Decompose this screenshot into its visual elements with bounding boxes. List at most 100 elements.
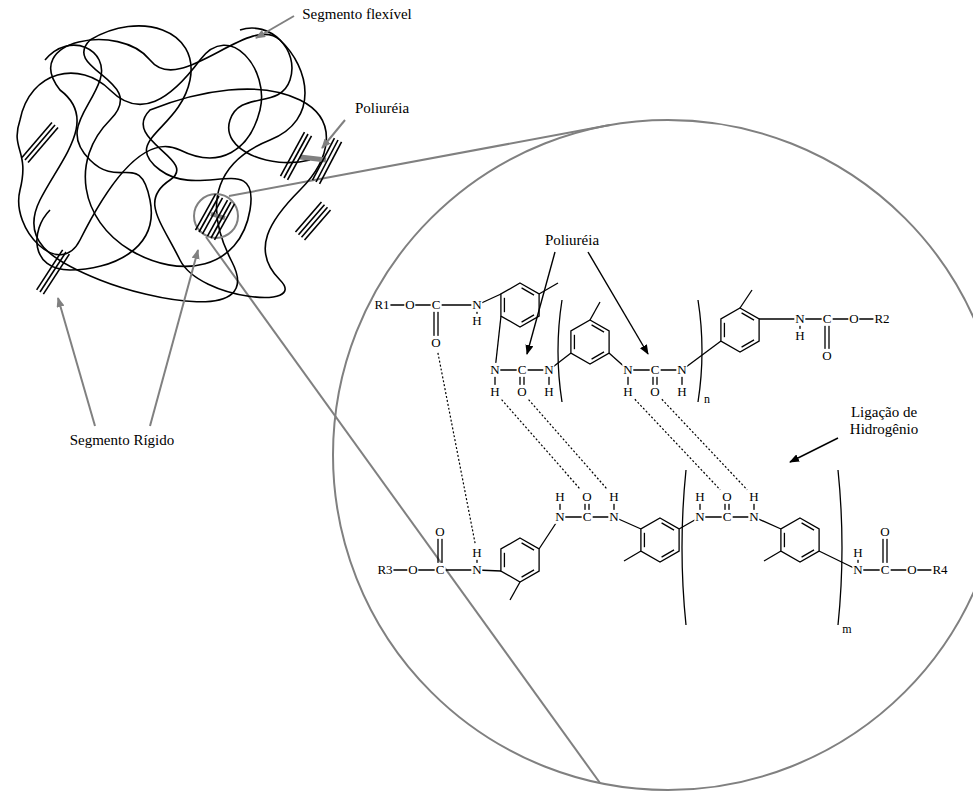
rigid-segment <box>25 125 55 160</box>
focus-circle <box>194 194 238 238</box>
ring-double-bond <box>644 533 645 547</box>
chemical-structure <box>22 122 940 625</box>
methyl-bond <box>740 290 752 308</box>
atom-symbol: H <box>471 546 482 560</box>
ring-double-bond <box>504 298 505 312</box>
atom-symbol: N <box>471 563 482 577</box>
zoom-circle <box>333 120 973 790</box>
benzene-ring <box>721 308 759 352</box>
pointer-arrow <box>322 120 345 148</box>
callout-label: Segmento flexível <box>301 6 413 23</box>
atom-symbol: C <box>650 363 661 377</box>
pointer-arrow <box>527 252 555 354</box>
atom-symbol: C <box>431 298 442 312</box>
atom-symbol: N <box>676 363 687 377</box>
atom-symbol: H <box>794 329 805 343</box>
ring-double-bond <box>592 325 604 332</box>
ring-double-bond <box>742 313 754 320</box>
atom-symbol: H <box>694 490 705 504</box>
rigid-segment <box>288 136 312 180</box>
ring-double-bond <box>742 340 754 347</box>
rigid-segment <box>211 202 231 238</box>
atom-symbol: H <box>471 314 482 328</box>
atom-symbol: C <box>582 510 593 524</box>
methyl-bond <box>539 283 558 294</box>
hydrogen-bond <box>635 399 720 489</box>
rigid-segment <box>199 196 219 232</box>
repeat-bracket <box>698 300 702 402</box>
atom-symbol: N <box>489 363 500 377</box>
atom-symbol: C <box>435 563 446 577</box>
ring-double-bond <box>662 550 674 557</box>
atom-symbol: H <box>608 490 619 504</box>
ring-double-bond <box>522 315 534 322</box>
bond-line <box>800 318 882 319</box>
methyl-bond <box>590 302 600 320</box>
repeat-index: n <box>703 393 711 406</box>
atom-symbol: O <box>721 490 732 504</box>
atom-symbol: H <box>489 385 500 399</box>
ring-double-bond <box>802 523 814 530</box>
bond-line <box>385 569 477 570</box>
atom-symbol: N <box>748 510 759 524</box>
atom-symbol: H <box>676 385 687 399</box>
callout-label: Ligação de Hidrogênio <box>837 404 931 437</box>
atom-symbol: C <box>722 510 733 524</box>
atom-symbol: O <box>906 563 917 577</box>
atom-symbol: N <box>622 363 633 377</box>
atom-symbol: O <box>430 336 441 350</box>
atom-symbol: N <box>543 363 554 377</box>
atom-symbol: N <box>794 312 805 326</box>
atom-symbol: N <box>554 510 565 524</box>
atom-symbol: N <box>471 298 482 312</box>
atom-symbol: N <box>694 510 705 524</box>
pointer-arrow <box>588 252 648 354</box>
rigid-segment <box>196 194 216 230</box>
ring-double-bond <box>522 570 534 577</box>
callout-label: Poliuréia <box>354 100 410 117</box>
rigid-segment <box>305 210 331 240</box>
pointer-arrow <box>256 16 294 38</box>
repeat-bracket <box>682 470 686 625</box>
atom-symbol: C <box>517 363 528 377</box>
atom-symbol: H <box>543 385 554 399</box>
rigid-segment <box>214 204 234 240</box>
atom-symbol: C <box>880 563 891 577</box>
benzene-ring <box>641 518 679 562</box>
atom-symbol: H <box>852 546 863 560</box>
ring-double-bond <box>784 533 785 547</box>
ring-double-bond <box>522 288 534 295</box>
ring-double-bond <box>802 550 814 557</box>
repeat-index: m <box>841 623 852 636</box>
zoom-line <box>229 125 610 196</box>
methyl-bond <box>624 551 641 561</box>
atom-symbol: O <box>516 385 527 399</box>
atom-symbol: O <box>407 563 418 577</box>
flexible-chains <box>17 26 326 302</box>
zoom-line <box>206 237 600 783</box>
rigid-segment <box>312 138 334 180</box>
rigid-segment <box>28 128 58 163</box>
atom-symbol: O <box>434 525 445 539</box>
benzene-ring <box>781 518 819 562</box>
rigid-segment <box>284 134 308 178</box>
hydrogen-bond <box>529 400 608 490</box>
rigid-segment <box>295 202 321 232</box>
ring-double-bond <box>662 523 674 530</box>
bond-line <box>858 569 940 570</box>
ring-double-bond <box>592 352 604 359</box>
rigid-segment <box>316 140 338 182</box>
atom-symbol: O <box>649 385 660 399</box>
rigid-segment <box>320 142 342 184</box>
repeat-bracket <box>558 300 562 402</box>
ring-double-bond <box>522 543 534 550</box>
hydrogen-bond <box>438 353 475 543</box>
atom-symbol: H <box>554 490 565 504</box>
methyl-bond <box>764 551 781 561</box>
callout-label: Poliuréia <box>544 232 600 249</box>
atom-symbol: R4 <box>931 563 948 577</box>
ring-double-bond <box>504 553 505 567</box>
ring-double-bond <box>724 323 725 337</box>
polyurea-bar <box>300 157 326 160</box>
